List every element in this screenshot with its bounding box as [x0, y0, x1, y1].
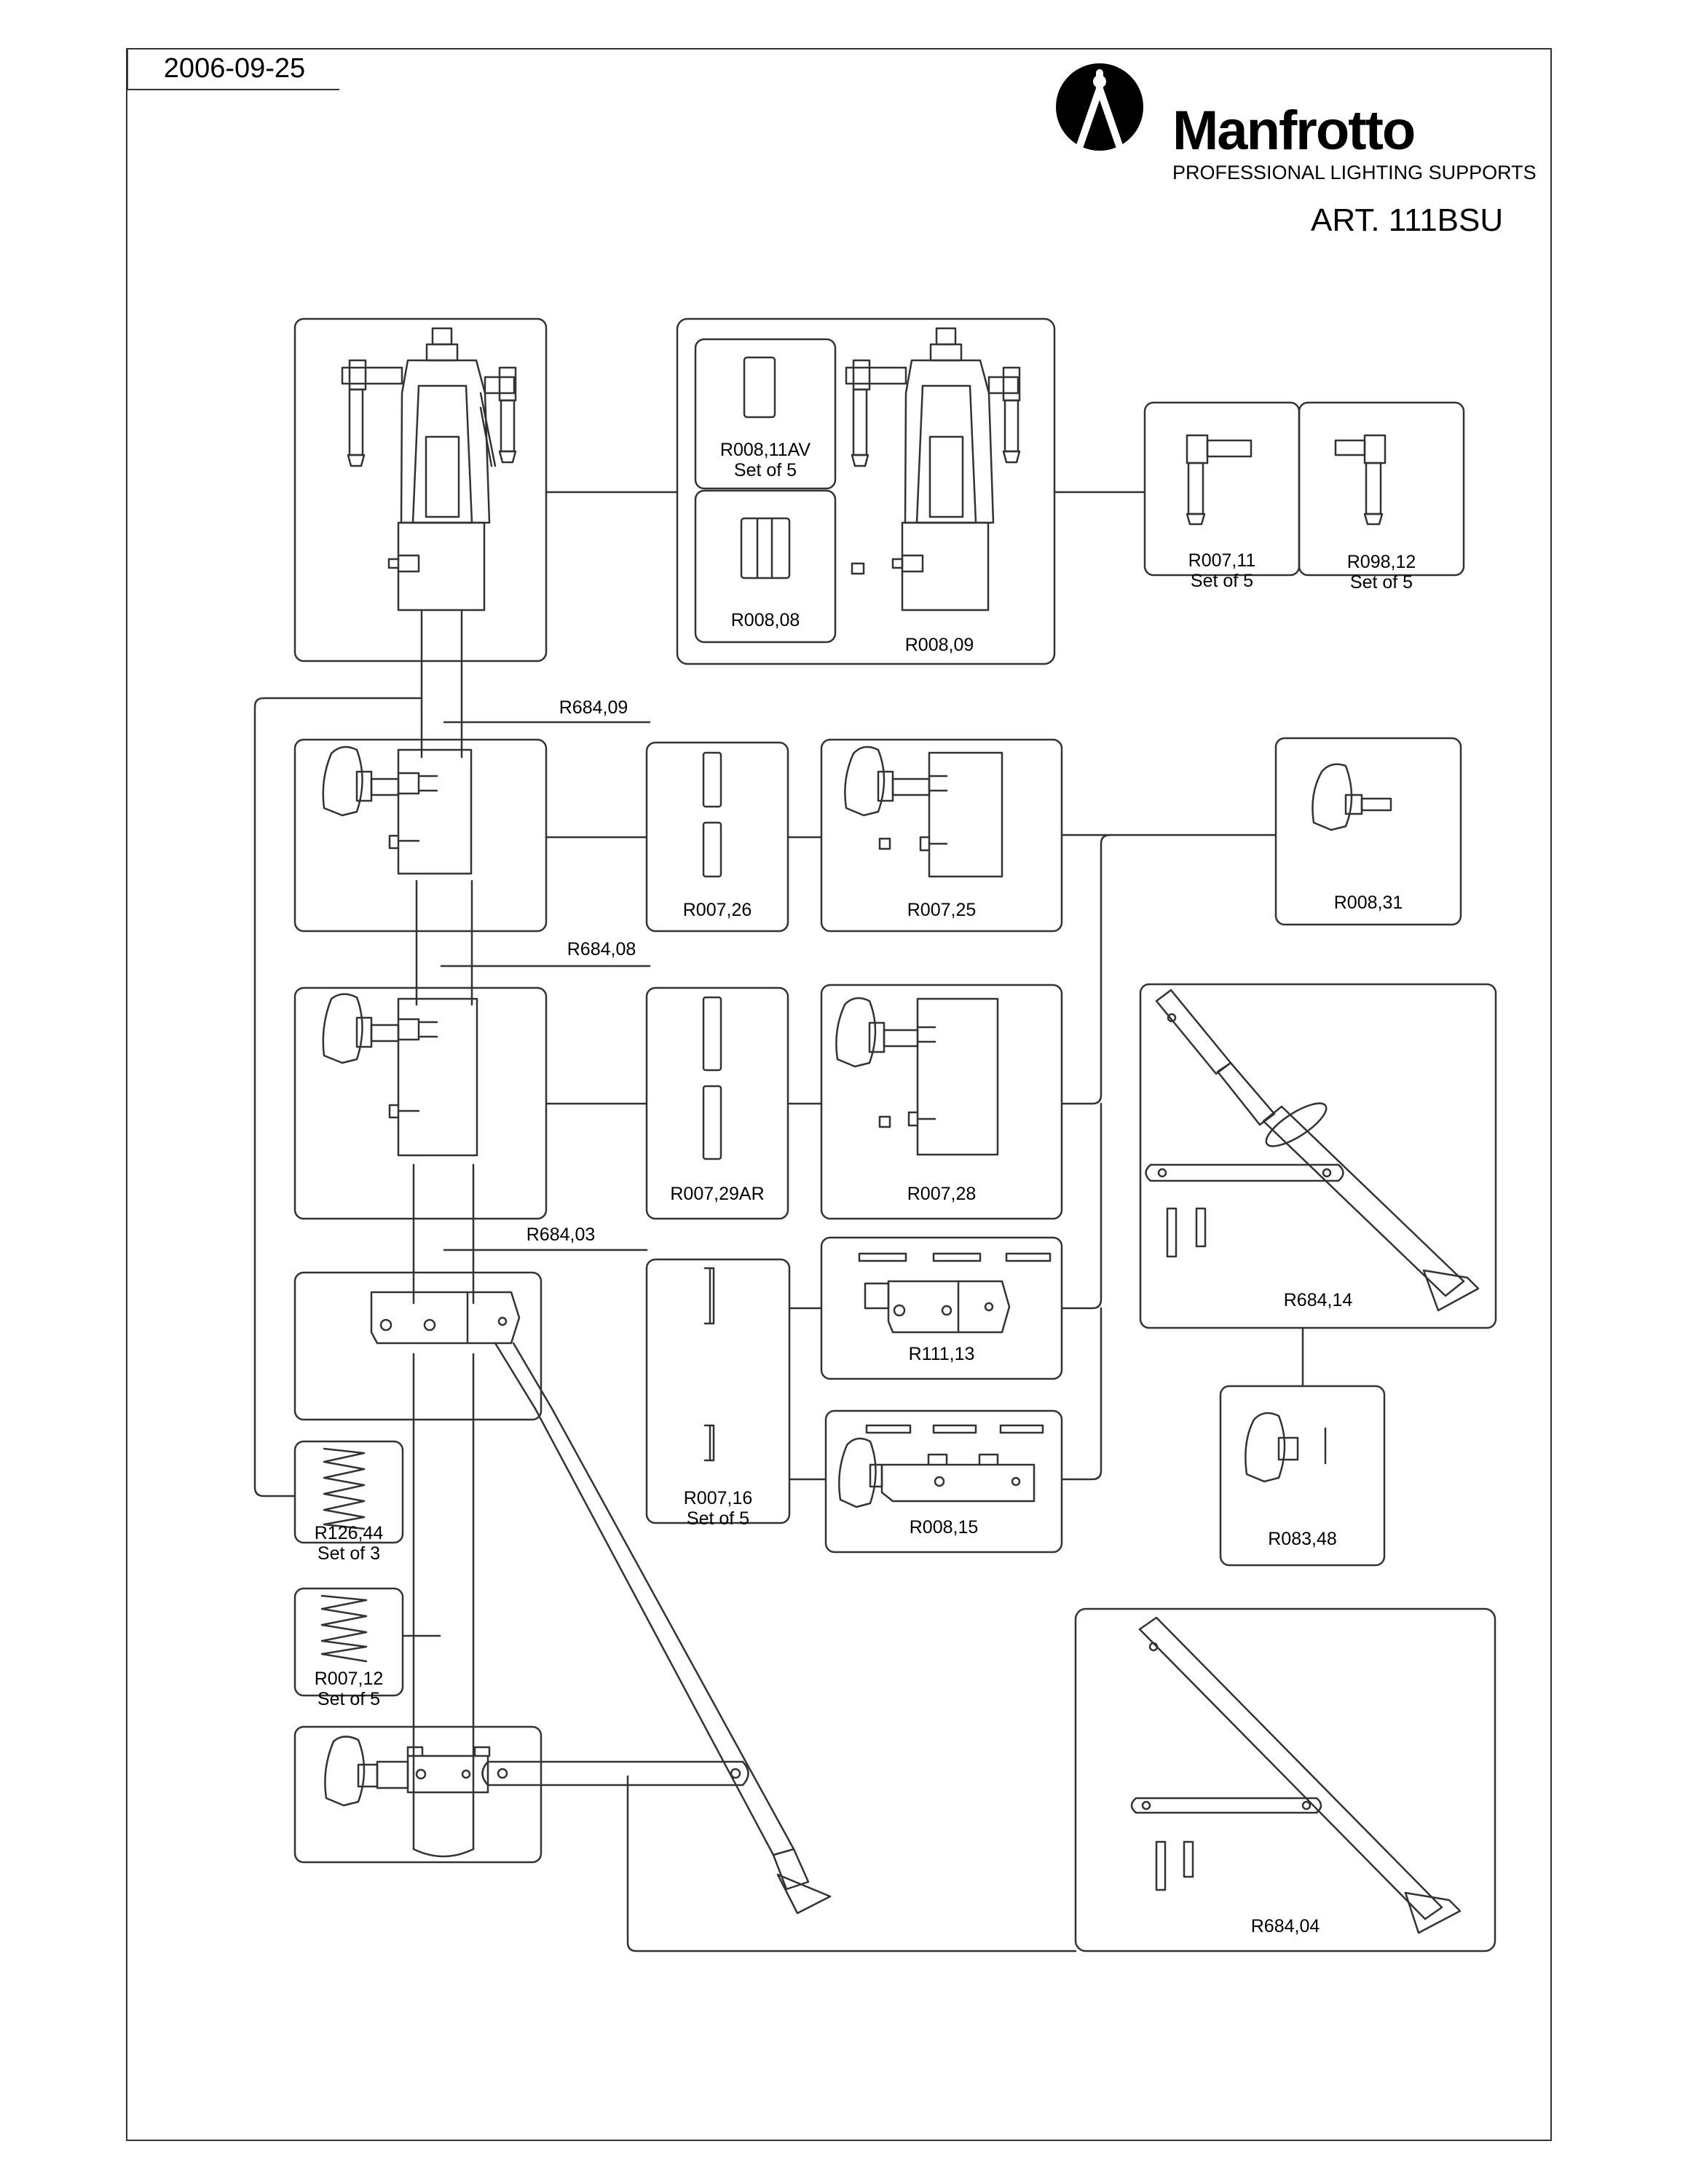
head-assembly-drawing: [341, 327, 517, 612]
brand-name: Manfrotto: [1172, 100, 1416, 162]
part-qty-r126-44: Set of 3: [317, 1543, 381, 1564]
part-code-r007-28: R007,28: [907, 1184, 977, 1204]
part-code-r684-09: R684,09: [559, 697, 628, 718]
part-code-r007-11: R007,11: [1188, 550, 1256, 571]
part-code-r684-14: R684,14: [1283, 1290, 1353, 1310]
date-label: 2006-09-25: [163, 53, 306, 84]
part-code-r007-16: R007,16: [683, 1488, 753, 1508]
r098-12-drawing: [1334, 434, 1387, 526]
part-code-r007-25: R007,25: [907, 900, 977, 920]
part-code-r098-12: R098,12: [1346, 552, 1416, 572]
date-box: 2006-09-25: [127, 48, 339, 90]
r126-44-spring-drawing: [323, 1447, 366, 1530]
brand-tagline: PROFESSIONAL LIGHTING SUPPORTS: [1172, 162, 1537, 183]
manfrotto-logo-icon: [1056, 63, 1143, 151]
r008-09-drawing: [845, 327, 1021, 612]
box-r007-12: [293, 1587, 404, 1697]
r007-12-spring-drawing: [320, 1594, 368, 1663]
part-code-r008-09: R008,09: [904, 635, 974, 655]
part-code-r008-08: R008,08: [730, 610, 800, 630]
box-r008-08: [694, 489, 837, 644]
r111-13-drawing: [858, 1252, 1052, 1334]
page-frame: [126, 48, 1552, 2141]
r684-14-drawing: [1145, 989, 1480, 1312]
box-r008-11av: [694, 338, 837, 490]
part-code-r008-11av: R008,11AV: [719, 440, 811, 460]
box-head-assembly: [293, 317, 548, 662]
article-number: ART. 111BSU: [1311, 202, 1504, 238]
box-r684-14: [1139, 983, 1497, 1329]
box-r008-31: [1274, 737, 1462, 926]
part-code-r007-12: R007,12: [314, 1669, 384, 1689]
box-r008-15: [824, 1409, 1063, 1554]
box-r126-44: [293, 1440, 404, 1544]
r684-04-drawing: [1130, 1616, 1462, 1934]
box-r007-11: [1143, 401, 1301, 577]
part-code-r111-13: R111,13: [908, 1344, 975, 1364]
r083-48-drawing: [1245, 1412, 1327, 1483]
part-code-r684-03: R684,03: [526, 1224, 596, 1245]
box-r007-16: [645, 1258, 791, 1524]
part-qty-r098-12: Set of 5: [1349, 572, 1413, 593]
r007-11-drawing: [1186, 434, 1253, 526]
r007-28-drawing: [835, 997, 999, 1156]
r007-25-drawing: [844, 745, 1003, 878]
box-base: [293, 1725, 543, 1864]
box-r684-04: [1074, 1607, 1496, 1952]
part-code-r126-44: R126,44: [314, 1523, 384, 1543]
part-qty-r008-11av: Set of 5: [733, 460, 797, 480]
section-2-drawing: [322, 993, 478, 1157]
part-code-r008-15: R008,15: [909, 1517, 979, 1538]
section-1-drawing: [322, 745, 473, 875]
part-code-r007-29ar: R007,29AR: [670, 1184, 765, 1204]
part-code-r684-04: R684,04: [1250, 1916, 1320, 1936]
r008-15-drawing: [838, 1424, 1044, 1508]
part-code-r008-31: R008,31: [1333, 893, 1403, 913]
box-section-1: [293, 738, 548, 933]
part-qty-r007-11: Set of 5: [1190, 571, 1254, 591]
base-drawing: [324, 1407, 832, 1915]
part-code-r684-08: R684,08: [567, 939, 636, 960]
box-r098-12: [1298, 401, 1465, 577]
part-qty-r007-12: Set of 5: [317, 1689, 381, 1709]
part-qty-r007-16: Set of 5: [686, 1508, 750, 1529]
part-code-r007-26: R007,26: [682, 900, 752, 920]
box-section-3: [293, 1271, 543, 1421]
section-3-drawing: [370, 1291, 553, 1410]
part-code-r083-48: R083,48: [1268, 1529, 1337, 1549]
box-r007-28: [820, 984, 1063, 1220]
r008-31-drawing: [1312, 763, 1392, 831]
